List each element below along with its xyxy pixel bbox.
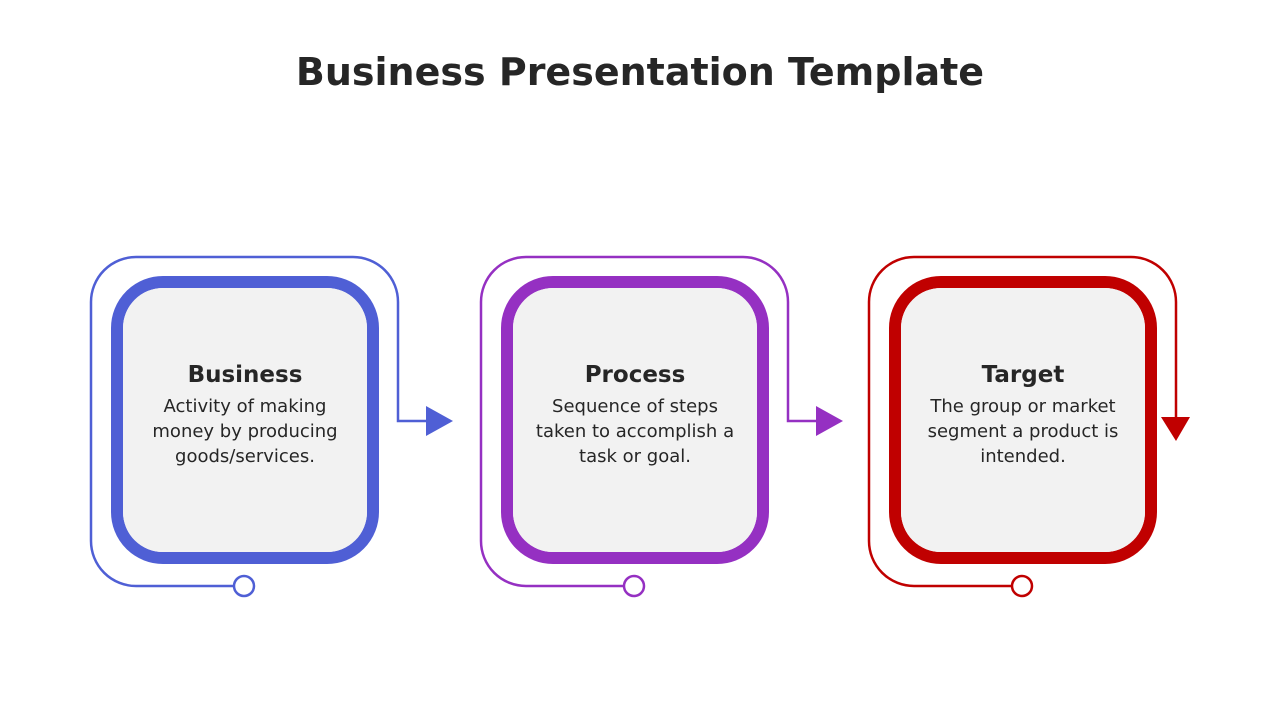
- step-card-target: Target The group or market segment a pro…: [901, 288, 1145, 552]
- arrow-right-icon: [816, 406, 843, 436]
- step-heading: Process: [584, 362, 686, 388]
- connector-node-icon: [622, 574, 646, 598]
- step-heading: Target: [981, 362, 1065, 388]
- connector-node-icon: [232, 574, 256, 598]
- step-description: Sequence of steps taken to accomplish a …: [535, 396, 735, 467]
- connector-line: [479, 255, 820, 588]
- slide-title: Business Presentation Template: [295, 50, 985, 94]
- step-heading: Business: [187, 362, 303, 388]
- connector-node-icon: [1010, 574, 1034, 598]
- step-description: Activity of making money by producing go…: [152, 396, 338, 467]
- step-description: The group or market segment a product is…: [927, 396, 1119, 467]
- arrow-right-icon: [426, 406, 453, 436]
- arrow-down-icon: [1161, 417, 1190, 441]
- step-card-business: Business Activity of making money by pro…: [123, 288, 367, 552]
- connector-line: [867, 255, 1178, 588]
- connector-line: [89, 255, 430, 588]
- step-card-process: Process Sequence of steps taken to accom…: [513, 288, 757, 552]
